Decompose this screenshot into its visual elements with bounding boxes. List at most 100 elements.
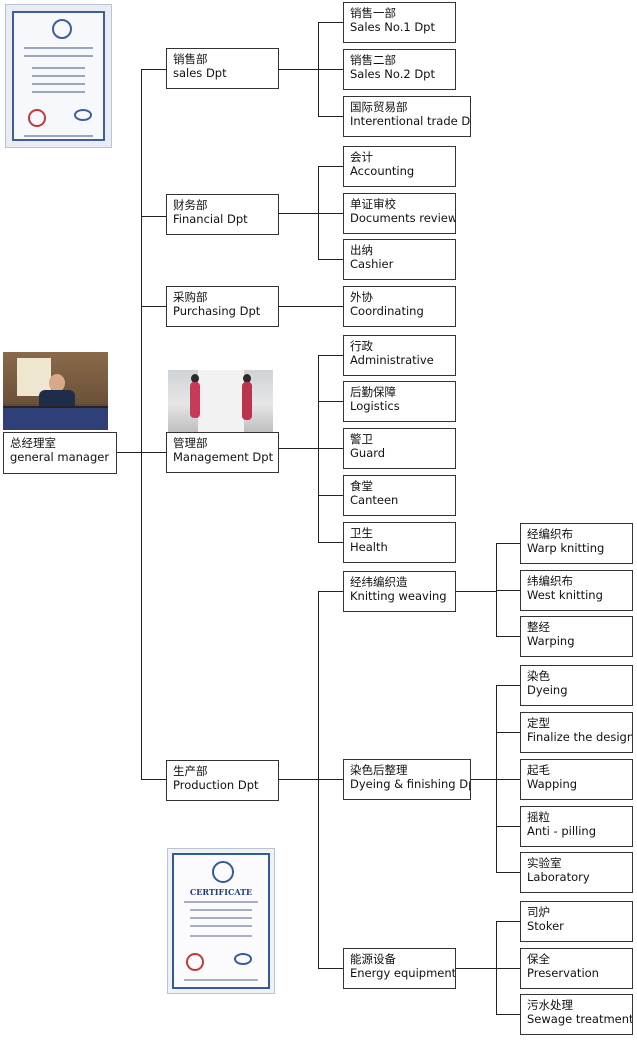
- wapping-box: 起毛 Wapping: [520, 759, 633, 800]
- box-label-zh: 食堂: [350, 479, 373, 493]
- certificate-heading: CERTIFICATE: [189, 887, 253, 897]
- health-box: 卫生 Health: [343, 522, 456, 563]
- box-label-en: Finalize the design: [527, 730, 633, 744]
- box-label-zh: 销售二部: [350, 53, 396, 67]
- production-dept-box: 生产部 Production Dpt: [166, 760, 279, 801]
- box-label-en: Canteen: [350, 493, 399, 507]
- box-label-en: Purchasing Dpt: [173, 304, 261, 318]
- box-label-zh: 实验室: [527, 856, 562, 870]
- box-label-en: Anti - pilling: [527, 824, 596, 838]
- warping-box: 整经 Warping: [520, 616, 633, 657]
- box-label-en: Administrative: [350, 353, 434, 367]
- box-label-en: general manager: [10, 450, 110, 464]
- box-label-zh: 单证审校: [350, 197, 396, 211]
- box-label-zh: 外协: [350, 290, 373, 304]
- box-label-en: Wapping: [527, 777, 578, 791]
- box-label-en: sales Dpt: [173, 66, 227, 80]
- box-label-en: Documents review: [350, 211, 456, 225]
- box-label-en: Management Dpt: [173, 450, 274, 464]
- box-label-zh: 污水处理: [527, 998, 573, 1012]
- box-label-zh: 销售一部: [350, 6, 396, 20]
- box-label-en: Guard: [350, 446, 386, 460]
- dyeing-finishing-box: 染色后整理 Dyeing & finishing Dpt: [343, 759, 471, 800]
- box-label-en: Preservation: [527, 966, 599, 980]
- sales-dept-box: 销售部 sales Dpt: [166, 48, 279, 89]
- box-label-zh: 警卫: [350, 432, 373, 446]
- financial-dept-box: 财务部 Financial Dpt: [166, 194, 279, 235]
- certificate-icon: CERTIFICATE: [167, 848, 275, 994]
- guard-box: 警卫 Guard: [343, 428, 456, 469]
- international-trade-box: 国际贸易部 Interentional trade Dpt: [343, 96, 471, 137]
- box-label-en: Dyeing & finishing Dpt: [350, 777, 471, 791]
- box-label-zh: 纬编织布: [527, 574, 573, 588]
- coordinating-box: 外协 Coordinating: [343, 286, 456, 327]
- box-label-en: Interentional trade Dpt: [350, 114, 471, 128]
- logistics-box: 后勤保障 Logistics: [343, 381, 456, 422]
- warp-knitting-box: 经编织布 Warp knitting: [520, 523, 633, 564]
- canteen-box: 食堂 Canteen: [343, 475, 456, 516]
- box-label-en: Financial Dpt: [173, 212, 248, 226]
- box-label-en: Cashier: [350, 257, 394, 271]
- box-label-en: Sales No.1 Dpt: [350, 20, 435, 34]
- box-label-zh: 染色: [527, 669, 550, 683]
- knitting-weaving-box: 经纬编织造 Knitting weaving: [343, 571, 456, 612]
- purchasing-dept-box: 采购部 Purchasing Dpt: [166, 286, 279, 327]
- finalize-design-box: 定型 Finalize the design: [520, 712, 633, 753]
- box-label-zh: 行政: [350, 339, 373, 353]
- box-label-en: Dyeing: [527, 683, 568, 697]
- box-label-zh: 经编织布: [527, 527, 573, 541]
- accounting-box: 会计 Accounting: [343, 146, 456, 187]
- box-label-en: Production Dpt: [173, 778, 259, 792]
- box-label-zh: 司炉: [527, 905, 550, 919]
- staff-photo-icon: [168, 370, 273, 432]
- box-label-zh: 采购部: [173, 290, 208, 304]
- dyeing-box: 染色 Dyeing: [520, 665, 633, 706]
- box-label-en: Health: [350, 540, 388, 554]
- box-label-en: Stoker: [527, 919, 564, 933]
- box-label-zh: 定型: [527, 716, 550, 730]
- sales-no2-box: 销售二部 Sales No.2 Dpt: [343, 49, 456, 90]
- box-label-zh: 会计: [350, 150, 373, 164]
- box-label-en: Knitting weaving: [350, 589, 447, 603]
- box-label-zh: 经纬编织造: [350, 575, 408, 589]
- box-label-zh: 起毛: [527, 763, 550, 777]
- cashier-box: 出纳 Cashier: [343, 239, 456, 280]
- box-label-en: West knitting: [527, 588, 603, 602]
- general-manager-box: 总经理室 general manager: [3, 432, 117, 474]
- box-label-zh: 生产部: [173, 764, 208, 778]
- box-label-en: Sales No.2 Dpt: [350, 67, 435, 81]
- box-label-zh: 卫生: [350, 526, 373, 540]
- box-label-en: Laboratory: [527, 870, 590, 884]
- box-label-zh: 总经理室: [10, 436, 56, 450]
- west-knitting-box: 纬编织布 West knitting: [520, 570, 633, 611]
- box-label-en: Warping: [527, 634, 575, 648]
- box-label-en: Energy equipment: [350, 966, 456, 980]
- energy-equipment-box: 能源设备 Energy equipment: [343, 948, 456, 989]
- box-label-zh: 财务部: [173, 198, 208, 212]
- box-label-zh: 出纳: [350, 243, 373, 257]
- management-dept-box: 管理部 Management Dpt: [166, 432, 279, 473]
- box-label-en: Sewage treatment: [527, 1012, 633, 1026]
- documents-review-box: 单证审校 Documents review: [343, 193, 456, 234]
- sewage-treatment-box: 污水处理 Sewage treatment: [520, 994, 633, 1035]
- box-label-en: Accounting: [350, 164, 415, 178]
- laboratory-box: 实验室 Laboratory: [520, 852, 633, 893]
- box-label-zh: 销售部: [173, 52, 208, 66]
- stoker-box: 司炉 Stoker: [520, 901, 633, 942]
- administrative-box: 行政 Administrative: [343, 335, 456, 376]
- box-label-zh: 摇粒: [527, 810, 550, 824]
- anti-pilling-box: 摇粒 Anti - pilling: [520, 806, 633, 847]
- box-label-zh: 染色后整理: [350, 763, 408, 777]
- office-photo-icon: [3, 352, 108, 430]
- box-label-zh: 国际贸易部: [350, 100, 408, 114]
- preservation-box: 保全 Preservation: [520, 948, 633, 989]
- box-label-en: Logistics: [350, 399, 400, 413]
- sales-no1-box: 销售一部 Sales No.1 Dpt: [343, 2, 456, 43]
- quality-certificate-icon: [5, 4, 112, 148]
- box-label-zh: 后勤保障: [350, 385, 396, 399]
- box-label-zh: 管理部: [173, 436, 208, 450]
- box-label-zh: 整经: [527, 620, 550, 634]
- box-label-en: Coordinating: [350, 304, 424, 318]
- box-label-zh: 能源设备: [350, 952, 396, 966]
